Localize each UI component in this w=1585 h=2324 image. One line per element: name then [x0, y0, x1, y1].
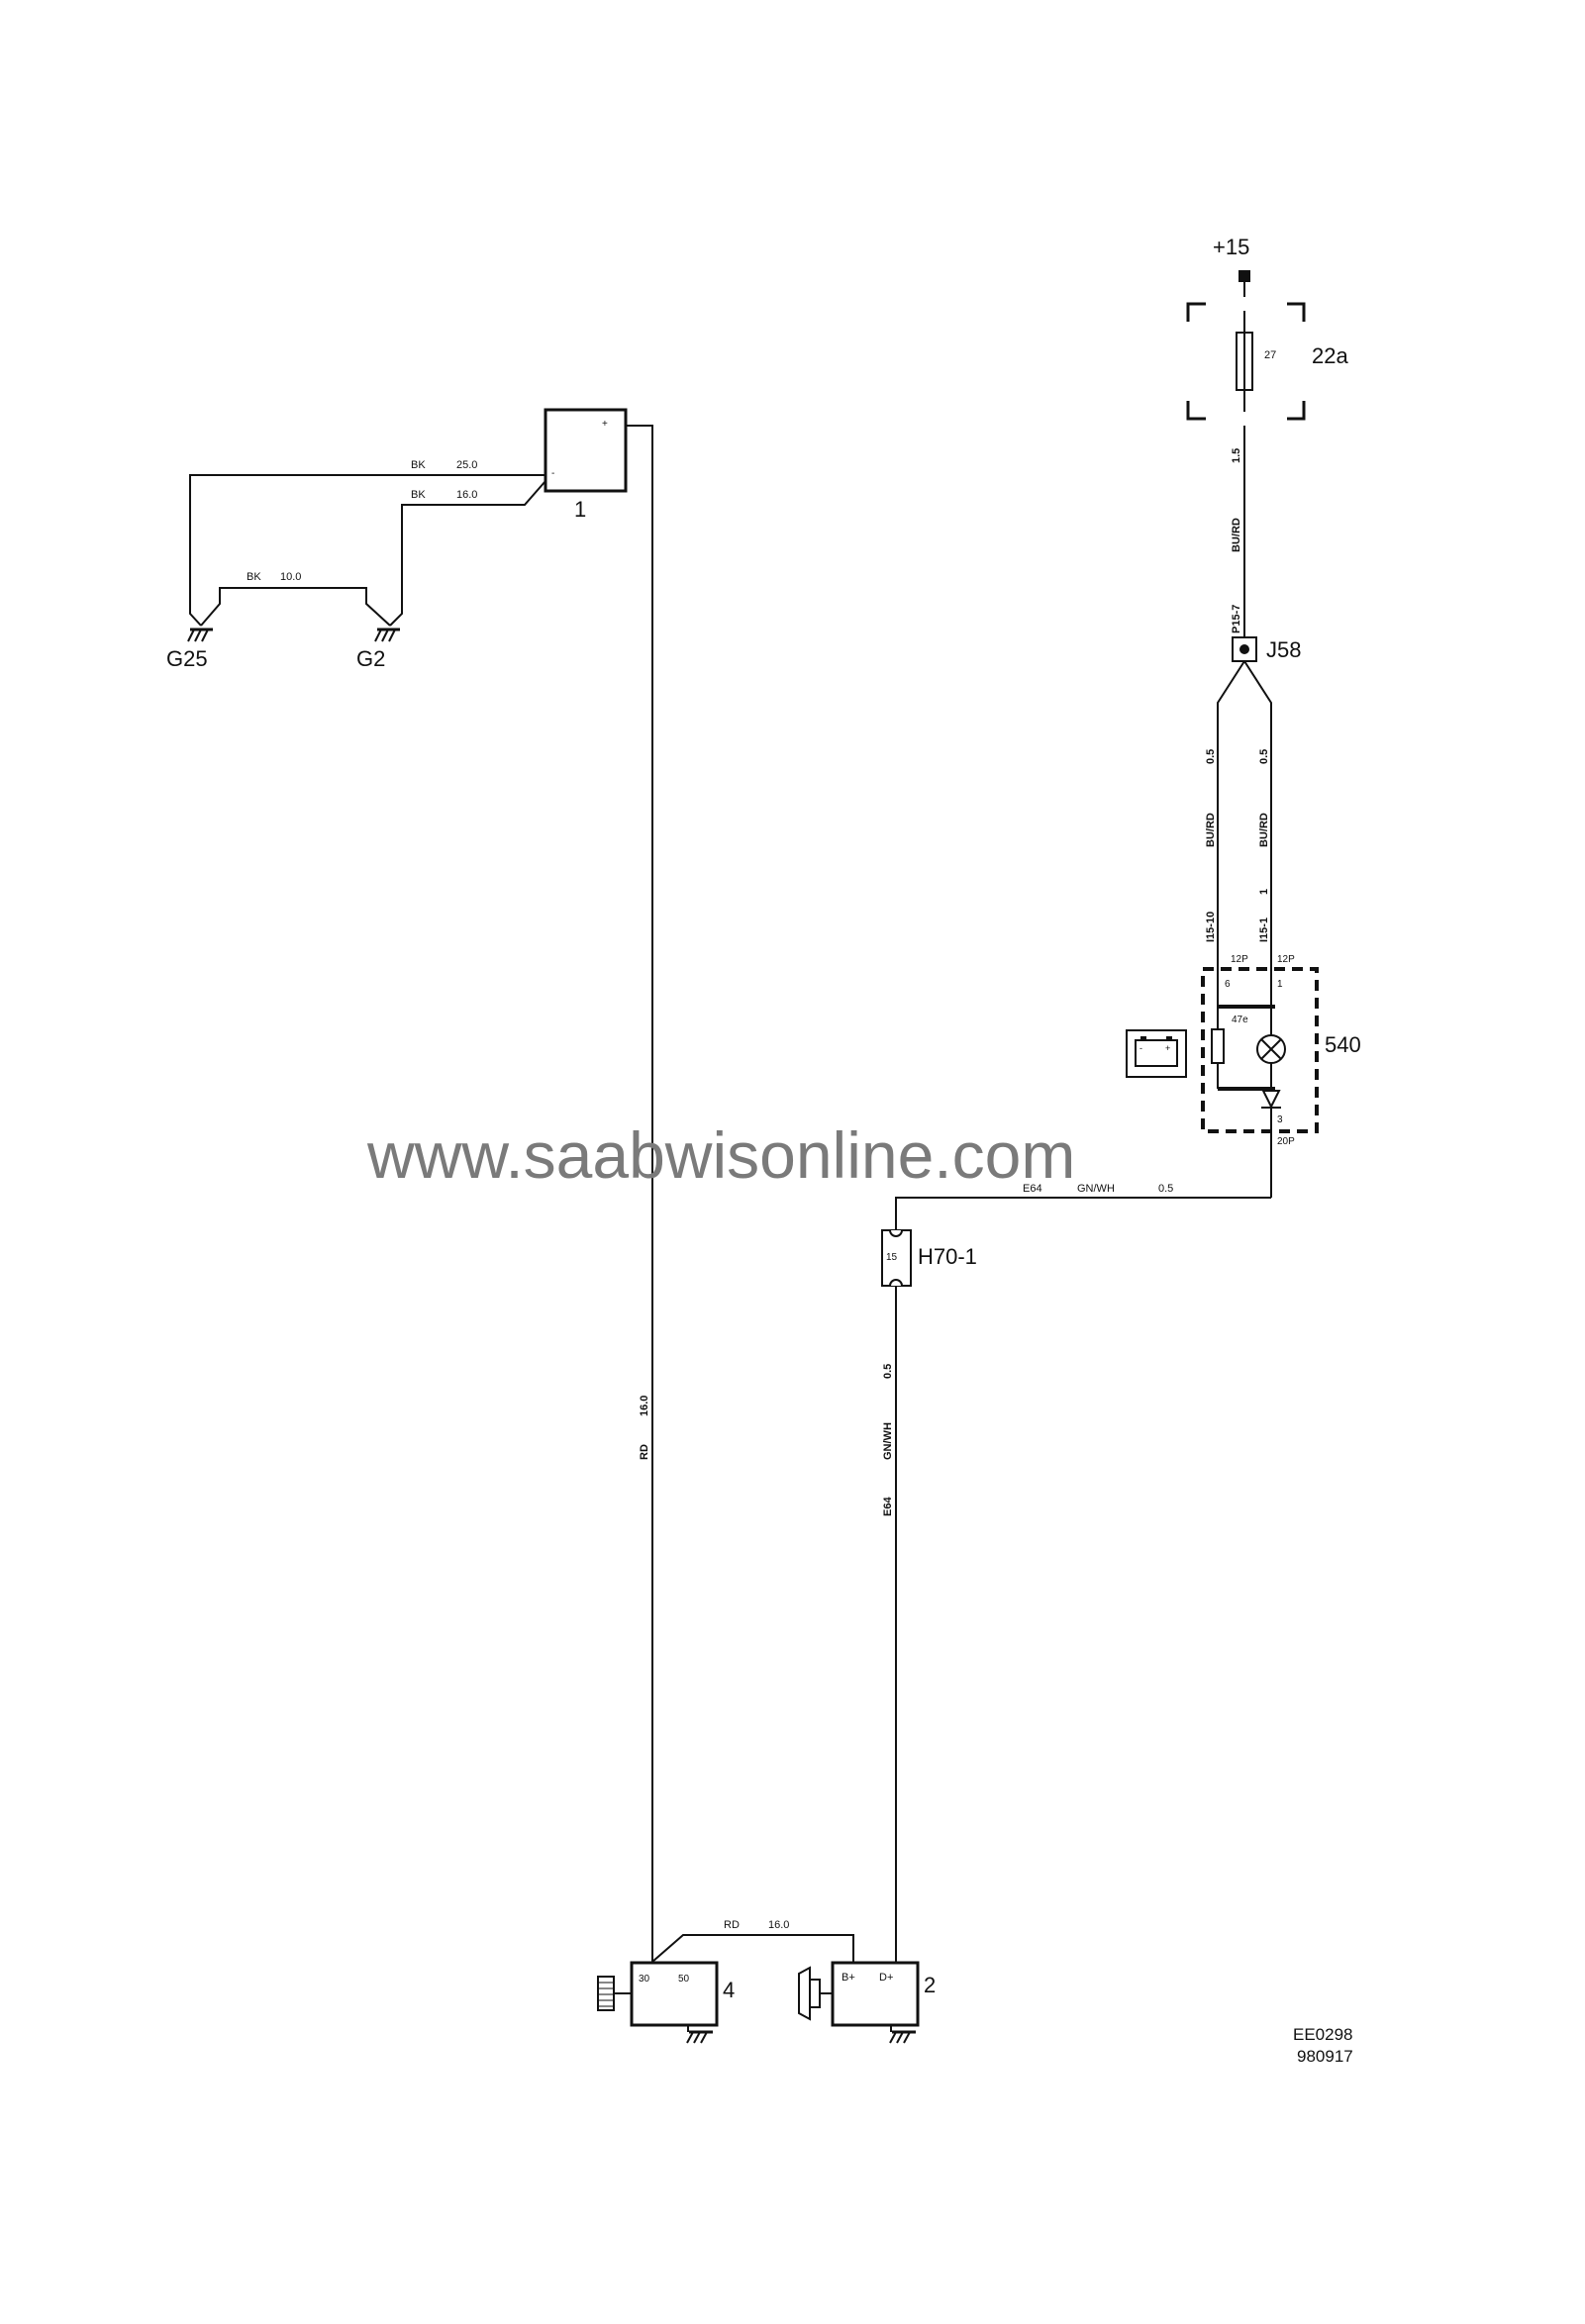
- wire-e64-top: [895, 1197, 1271, 1230]
- document-code: EE0298: [1293, 2025, 1353, 2044]
- wire-color-label: BU/RD: [1258, 813, 1270, 847]
- starter-pin-30: 30: [639, 1974, 650, 1985]
- wire-connector-label: P15-7: [1231, 605, 1242, 633]
- instrument-540-outline: [1201, 967, 1319, 1133]
- diode: [1261, 1090, 1281, 1110]
- starter-4: [630, 1961, 719, 2027]
- wire-id-label: E64: [1023, 1183, 1042, 1195]
- wire-color-label: GN/WH: [1077, 1183, 1115, 1195]
- wire-rd-16-vertical: [626, 425, 653, 1962]
- instrument-540-label: 540: [1325, 1032, 1361, 1057]
- starter-label: 4: [723, 1978, 735, 2002]
- connector-label: H70-1: [918, 1244, 977, 1269]
- wire-size-label: 10.0: [280, 571, 301, 583]
- splice-dot: [1239, 644, 1249, 654]
- fuse-box-22a: [1181, 297, 1311, 426]
- starter-gear-icon: [597, 1976, 632, 2011]
- splice-label: J58: [1266, 637, 1301, 662]
- wire-color-label: GN/WH: [882, 1422, 894, 1460]
- wire-bk-16: [389, 480, 546, 627]
- ground-g25-label: G25: [166, 646, 208, 671]
- pin-6: 6: [1225, 979, 1231, 990]
- wire-size-label: 25.0: [456, 459, 477, 471]
- wire-bk-10: [200, 587, 391, 627]
- wire-size-label: 0.5: [1258, 749, 1270, 764]
- pin-3: 3: [1277, 1114, 1283, 1125]
- wire-id-label: E64: [882, 1497, 894, 1516]
- watermark: www.saabwisonline.com: [366, 1118, 1075, 1192]
- alternator-pin-bplus: B+: [842, 1972, 855, 1984]
- wire-j58-right: [1243, 660, 1272, 1017]
- wire-size-label: 16.0: [456, 489, 477, 501]
- ground-starter-icon: [686, 2025, 713, 2044]
- starter-pin-50: 50: [678, 1974, 690, 1985]
- alternator-label: 2: [924, 1973, 936, 1997]
- wire-color-label: BU/RD: [1231, 518, 1242, 552]
- connector-12p-left: 12P: [1231, 954, 1248, 965]
- alternator-2: [831, 1961, 920, 2027]
- svg-text:-: -: [1139, 1043, 1142, 1053]
- warning-lamp: [1256, 1034, 1286, 1064]
- battery-label: 1: [574, 497, 586, 522]
- wire-size-label: 16.0: [639, 1396, 650, 1416]
- wire-pin-label: 1: [1258, 889, 1270, 895]
- wire-j58-left: [1217, 660, 1245, 1017]
- fuse-box-label: 22a: [1312, 343, 1348, 368]
- supply-label: +15: [1213, 235, 1249, 259]
- battery-1: [544, 408, 628, 493]
- alternator-pin-dplus: D+: [879, 1972, 893, 1984]
- connector-pin: 15: [886, 1252, 898, 1263]
- wire-size-label: 0.5: [1158, 1183, 1173, 1195]
- battery-minus: -: [551, 468, 554, 479]
- resistor-47e: [1211, 1028, 1225, 1064]
- supply-terminal: [1238, 270, 1250, 282]
- battery-plus: +: [602, 419, 608, 430]
- ground-g2-icon: [374, 628, 400, 642]
- fuse-number: 27: [1264, 349, 1276, 361]
- wire-color-label: BK: [411, 489, 426, 501]
- wire-color-label: RD: [639, 1444, 650, 1460]
- resistor-label: 47e: [1232, 1015, 1248, 1025]
- wire-connector-label: I15-10: [1205, 912, 1217, 942]
- wire-connector-label: I15-1: [1258, 918, 1270, 942]
- wire-color-label: BK: [247, 571, 261, 583]
- connector-12p-right: 12P: [1277, 954, 1295, 965]
- wire-size-label: 16.0: [768, 1919, 789, 1931]
- wire-size-label: 1.5: [1231, 448, 1242, 463]
- pin-1: 1: [1277, 979, 1283, 990]
- wire-color-label: BU/RD: [1205, 813, 1217, 847]
- battery-warning-icon: - +: [1126, 1029, 1187, 1078]
- wire-bk-25: [189, 474, 545, 627]
- wire-color-label: RD: [724, 1919, 740, 1931]
- wire-rd-16-bottom: [651, 1934, 854, 1963]
- ground-g2-label: G2: [356, 646, 385, 671]
- wire-size-label: 0.5: [1205, 749, 1217, 764]
- svg-text:+: +: [1165, 1043, 1170, 1053]
- alternator-pulley-icon: [798, 1966, 833, 2021]
- document-date: 980917: [1297, 2047, 1353, 2066]
- connector-20p: 20P: [1277, 1136, 1295, 1147]
- wire-size-label: 0.5: [882, 1364, 894, 1379]
- wire-color-label: BK: [411, 459, 426, 471]
- ground-alternator-icon: [889, 2025, 916, 2044]
- ground-g25-icon: [187, 628, 213, 642]
